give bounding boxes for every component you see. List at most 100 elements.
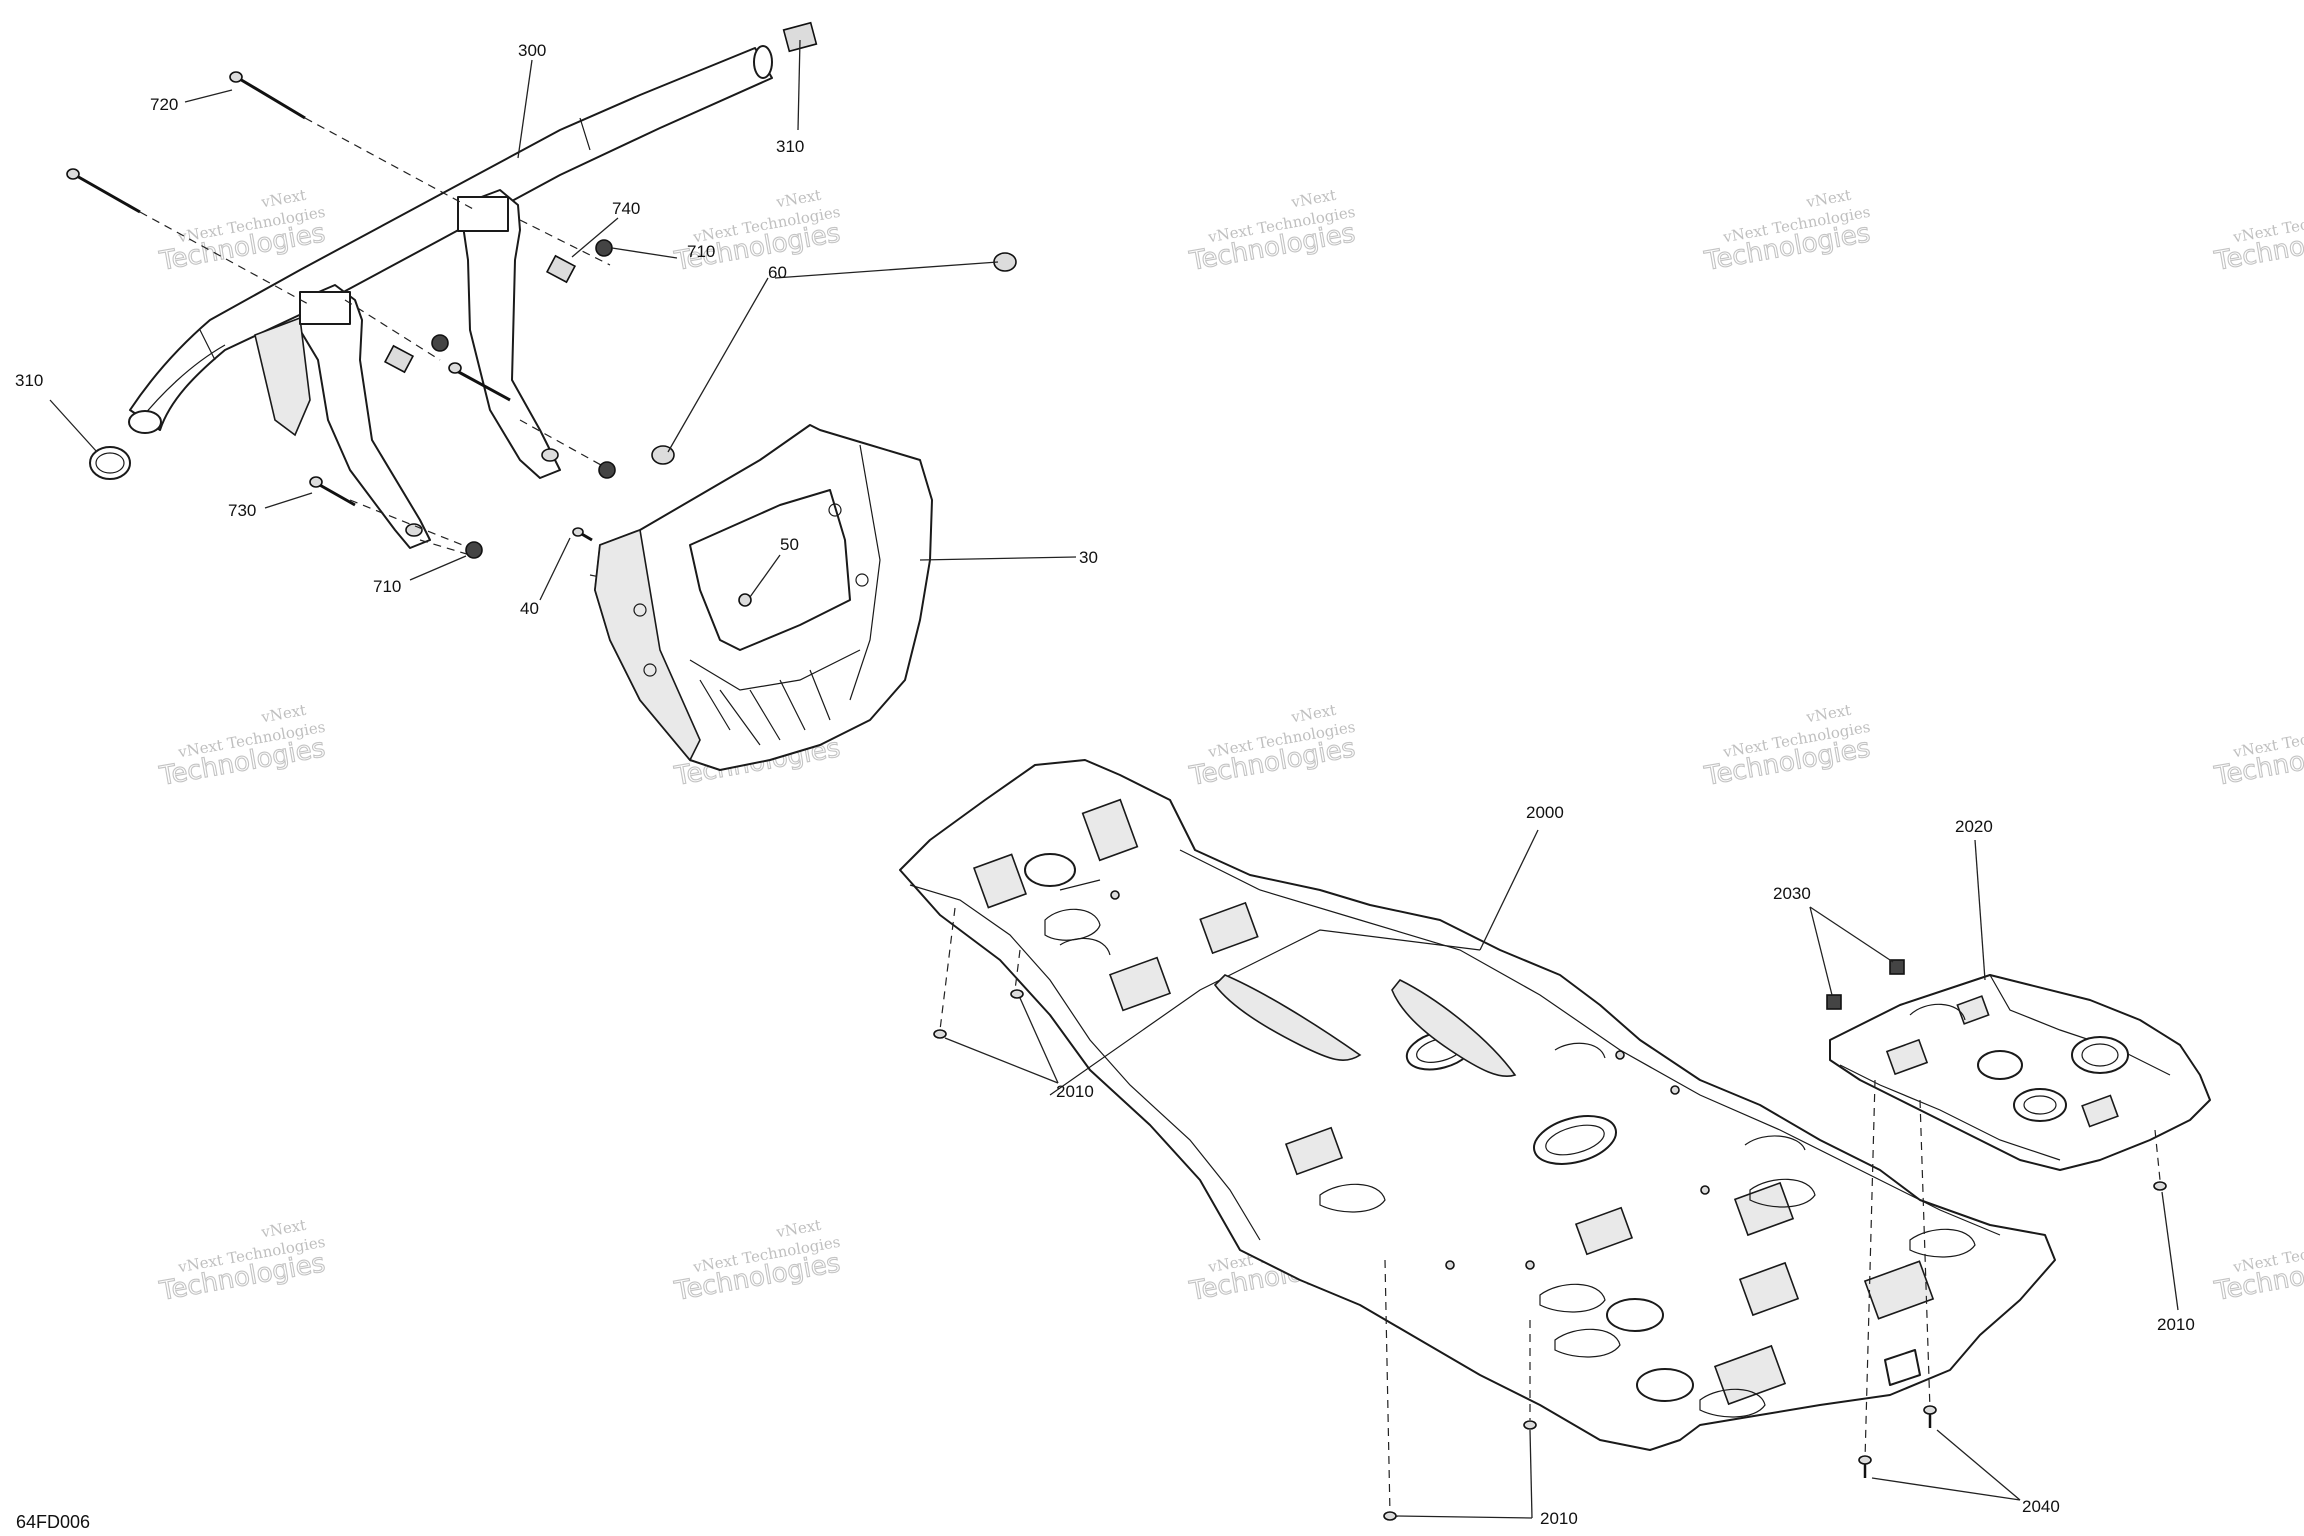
bolt-730-lower-head — [309, 476, 323, 488]
nut-710-right-lower — [598, 461, 616, 479]
nut-710-mid — [431, 334, 449, 352]
callout-300: 300 — [518, 41, 546, 60]
rear-hole — [2013, 1088, 2067, 1122]
watermark-2-3: Technologies vNext Technologies vNext — [1186, 701, 1358, 793]
callout-2010-bottom: 2010 — [1540, 1509, 1578, 1528]
leader-2040-b — [1936, 1429, 2021, 1501]
align-2010-a — [939, 907, 956, 1031]
cap-310-left — [89, 446, 131, 480]
rear-hole — [2071, 1036, 2129, 1074]
grip-pad — [1108, 956, 1172, 1012]
align-line-spacer-2 — [344, 299, 441, 361]
watermark-2-5: Technologies vNext Technologies vNext — [2211, 718, 2304, 793]
skid-slot — [1059, 937, 1111, 956]
callout-30: 30 — [1079, 548, 1098, 567]
callout-60: 60 — [768, 263, 787, 282]
fascia-clip-2 — [855, 573, 869, 587]
align-2010-rear — [2154, 1129, 2161, 1181]
leader-300 — [517, 59, 533, 159]
leader-2020 — [1974, 839, 1986, 981]
skid-slot — [1554, 1328, 1621, 1358]
watermark-1-2: Technologies vNext Technologies vNext — [671, 186, 843, 278]
callout-2000: 2000 — [1526, 803, 1564, 822]
skid-fasteners — [933, 907, 2167, 1521]
spacer-lower — [383, 344, 415, 374]
skid-stud — [1615, 1050, 1625, 1060]
skid-plate-rear — [1826, 959, 2211, 1171]
align-2010-c — [1384, 1259, 1391, 1516]
speed-nut-2030-right — [1889, 959, 1905, 975]
rear-grip-pad — [2081, 1094, 2119, 1128]
rivet-2010 — [1383, 1511, 1397, 1521]
leader-2010-b — [1019, 997, 1059, 1084]
leader-740 — [571, 217, 619, 258]
callout-2040: 2040 — [2022, 1497, 2060, 1516]
skid-front-seam — [1059, 879, 1101, 891]
screw-2040 — [1923, 1405, 1937, 1415]
rear-plate-lip — [1839, 1064, 2061, 1161]
skid-oval-opening — [1533, 1115, 1617, 1165]
fascia-rib-pattern — [699, 669, 831, 746]
bumper-bracket-left — [299, 284, 431, 549]
align-2040-a — [1864, 1079, 1876, 1461]
callout-50: 50 — [780, 535, 799, 554]
bolt-730-upper-shank — [454, 368, 511, 402]
grip-pad — [1284, 1126, 1344, 1176]
rear-hole — [1977, 1050, 2023, 1080]
fascia-lower-ribs — [689, 649, 861, 691]
bolt-730-upper-head — [448, 362, 462, 374]
bolt-720-head — [229, 71, 243, 83]
align-line-spacer — [519, 219, 611, 266]
callout-710-lower: 710 — [373, 577, 401, 596]
rivet-2010 — [1010, 989, 1024, 999]
callout-2020: 2020 — [1955, 817, 1993, 836]
fascia-clip-3 — [633, 603, 647, 617]
speed-nut-2030-left — [1826, 994, 1842, 1010]
skid-stud — [1525, 1260, 1535, 1270]
bolt-long-left-shank — [74, 173, 141, 214]
grip-pad — [1863, 1260, 1935, 1320]
fascia-side-wall — [594, 528, 701, 762]
watermark-3-5: Technologies vNext Technologies vNext — [2211, 1233, 2304, 1308]
watermark-2-1: Technologies vNext Technologies vNext — [156, 701, 328, 793]
align-line-720 — [304, 117, 476, 211]
skid-right-lip — [1179, 849, 2001, 1236]
bolt-long-left-head — [66, 168, 80, 180]
callout-2010-front: 2010 — [1056, 1082, 1094, 1101]
grip-pad — [972, 853, 1028, 909]
bracket-boss-right — [541, 448, 559, 462]
leader-60-top — [774, 261, 999, 279]
rear-hole-inner — [2081, 1043, 2119, 1067]
leader-30 — [919, 556, 1077, 561]
callout-2010-rear: 2010 — [2157, 1315, 2195, 1334]
skid-slot — [1744, 1135, 1806, 1151]
callout-740: 740 — [612, 199, 640, 218]
skid-stud — [1700, 1185, 1710, 1195]
callout-710-upper: 710 — [687, 242, 715, 261]
rear-grip-pad — [1885, 1038, 1929, 1076]
skid-slot — [1699, 1388, 1766, 1418]
skid-stud — [1670, 1085, 1680, 1095]
leader-2010-rear — [2161, 1191, 2179, 1311]
rear-grip-pad — [1956, 995, 1990, 1025]
watermark-1-4: Technologies vNext Technologies vNext — [1701, 186, 1873, 278]
nut-710-lower — [465, 541, 483, 559]
skid-slot — [1044, 908, 1101, 941]
skid-left-lip — [909, 884, 1261, 1241]
skid-slot — [1319, 1183, 1386, 1213]
callout-2030: 2030 — [1773, 884, 1811, 903]
watermark-2-4: Technologies vNext Technologies vNext — [1701, 701, 1873, 793]
skid-slot — [1539, 1283, 1606, 1313]
fascia-clip-4 — [643, 663, 657, 677]
align-2040-b — [1919, 1099, 1931, 1411]
callout-labels: 300 310 720 740 710 60 310 730 710 40 50… — [15, 41, 2195, 1528]
skid-stud — [1110, 890, 1120, 900]
front-fascia-panel — [594, 424, 933, 771]
leader-730 — [264, 492, 313, 509]
bracket-clamp-left — [299, 291, 351, 325]
bumper-tube-assembly — [128, 45, 773, 549]
leader-60-lower — [667, 277, 769, 453]
leader-710-upper — [611, 247, 678, 259]
spacer-740 — [545, 254, 577, 284]
